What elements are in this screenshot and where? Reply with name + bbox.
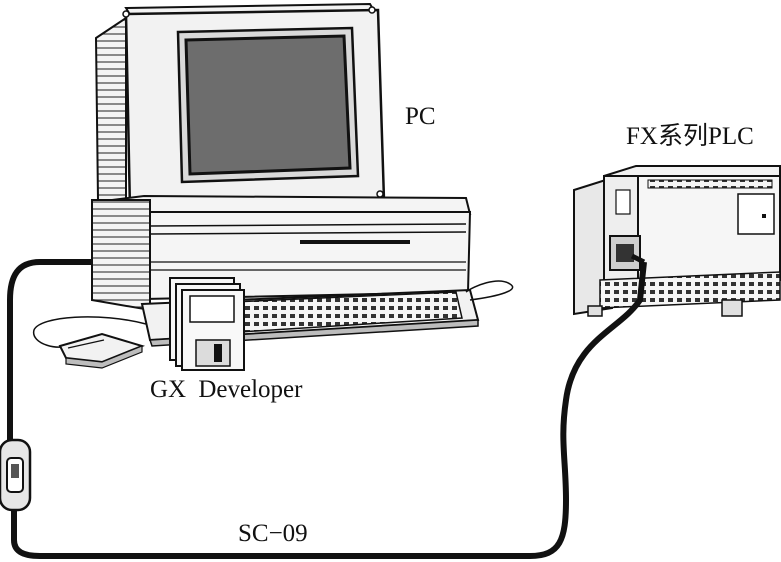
cable-label: SC−09 xyxy=(238,521,308,546)
cable-connector-icon xyxy=(0,440,30,510)
computer-monitor-icon xyxy=(96,4,384,210)
software-label: GX Developer xyxy=(150,377,302,402)
plc-label: FX系列PLC xyxy=(626,124,754,149)
plc-unit-icon xyxy=(574,166,780,316)
floppy-disk-icon xyxy=(170,278,244,370)
mouse-icon xyxy=(34,317,146,368)
pc-label: PC xyxy=(405,104,436,129)
